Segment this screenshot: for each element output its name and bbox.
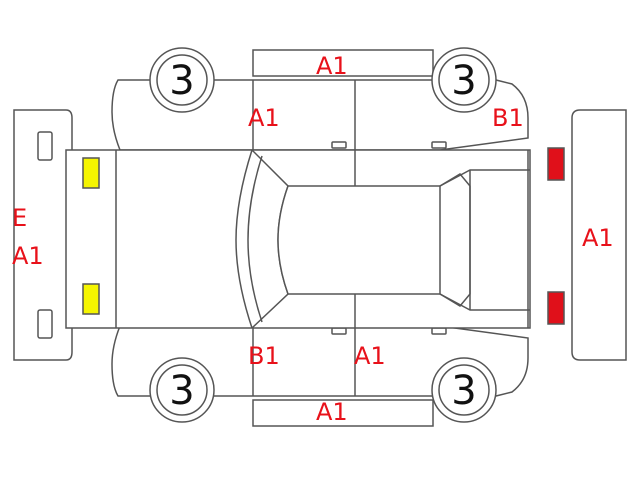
wheel-rear-right-count: 3 <box>451 368 476 414</box>
wheel-front-left-count: 3 <box>169 58 194 104</box>
wheel-rear-right: 3 <box>431 357 497 423</box>
label-front-door-bottom: B1 <box>248 342 280 370</box>
wheel-rear-left: 3 <box>431 47 497 113</box>
label-roof-top: A1 <box>316 52 348 80</box>
car-top-view <box>65 149 531 329</box>
rocker-panel-bottom <box>252 399 434 427</box>
wheel-front-right: 3 <box>149 357 215 423</box>
rear-lamp-right <box>547 291 565 325</box>
label-rocker-bottom: A1 <box>316 398 348 426</box>
label-rear-bumper: A1 <box>582 224 614 252</box>
wheel-front-right-count: 3 <box>169 368 194 414</box>
label-rear-door-bottom: A1 <box>354 342 386 370</box>
rear-bumper <box>571 109 627 361</box>
front-lamp-left <box>82 157 100 189</box>
rear-lamp-left <box>547 147 565 181</box>
rocker-panel-top <box>252 49 434 77</box>
front-lamp-right <box>82 283 100 315</box>
wheel-front-left: 3 <box>149 47 215 113</box>
label-rear-fender-top: B1 <box>492 104 524 132</box>
label-front-bumper: A1 <box>12 242 44 270</box>
front-bumper <box>13 109 73 361</box>
label-front-bumper-e: E <box>12 204 27 232</box>
wheel-rear-left-count: 3 <box>451 58 476 104</box>
label-front-door-top: A1 <box>248 104 280 132</box>
